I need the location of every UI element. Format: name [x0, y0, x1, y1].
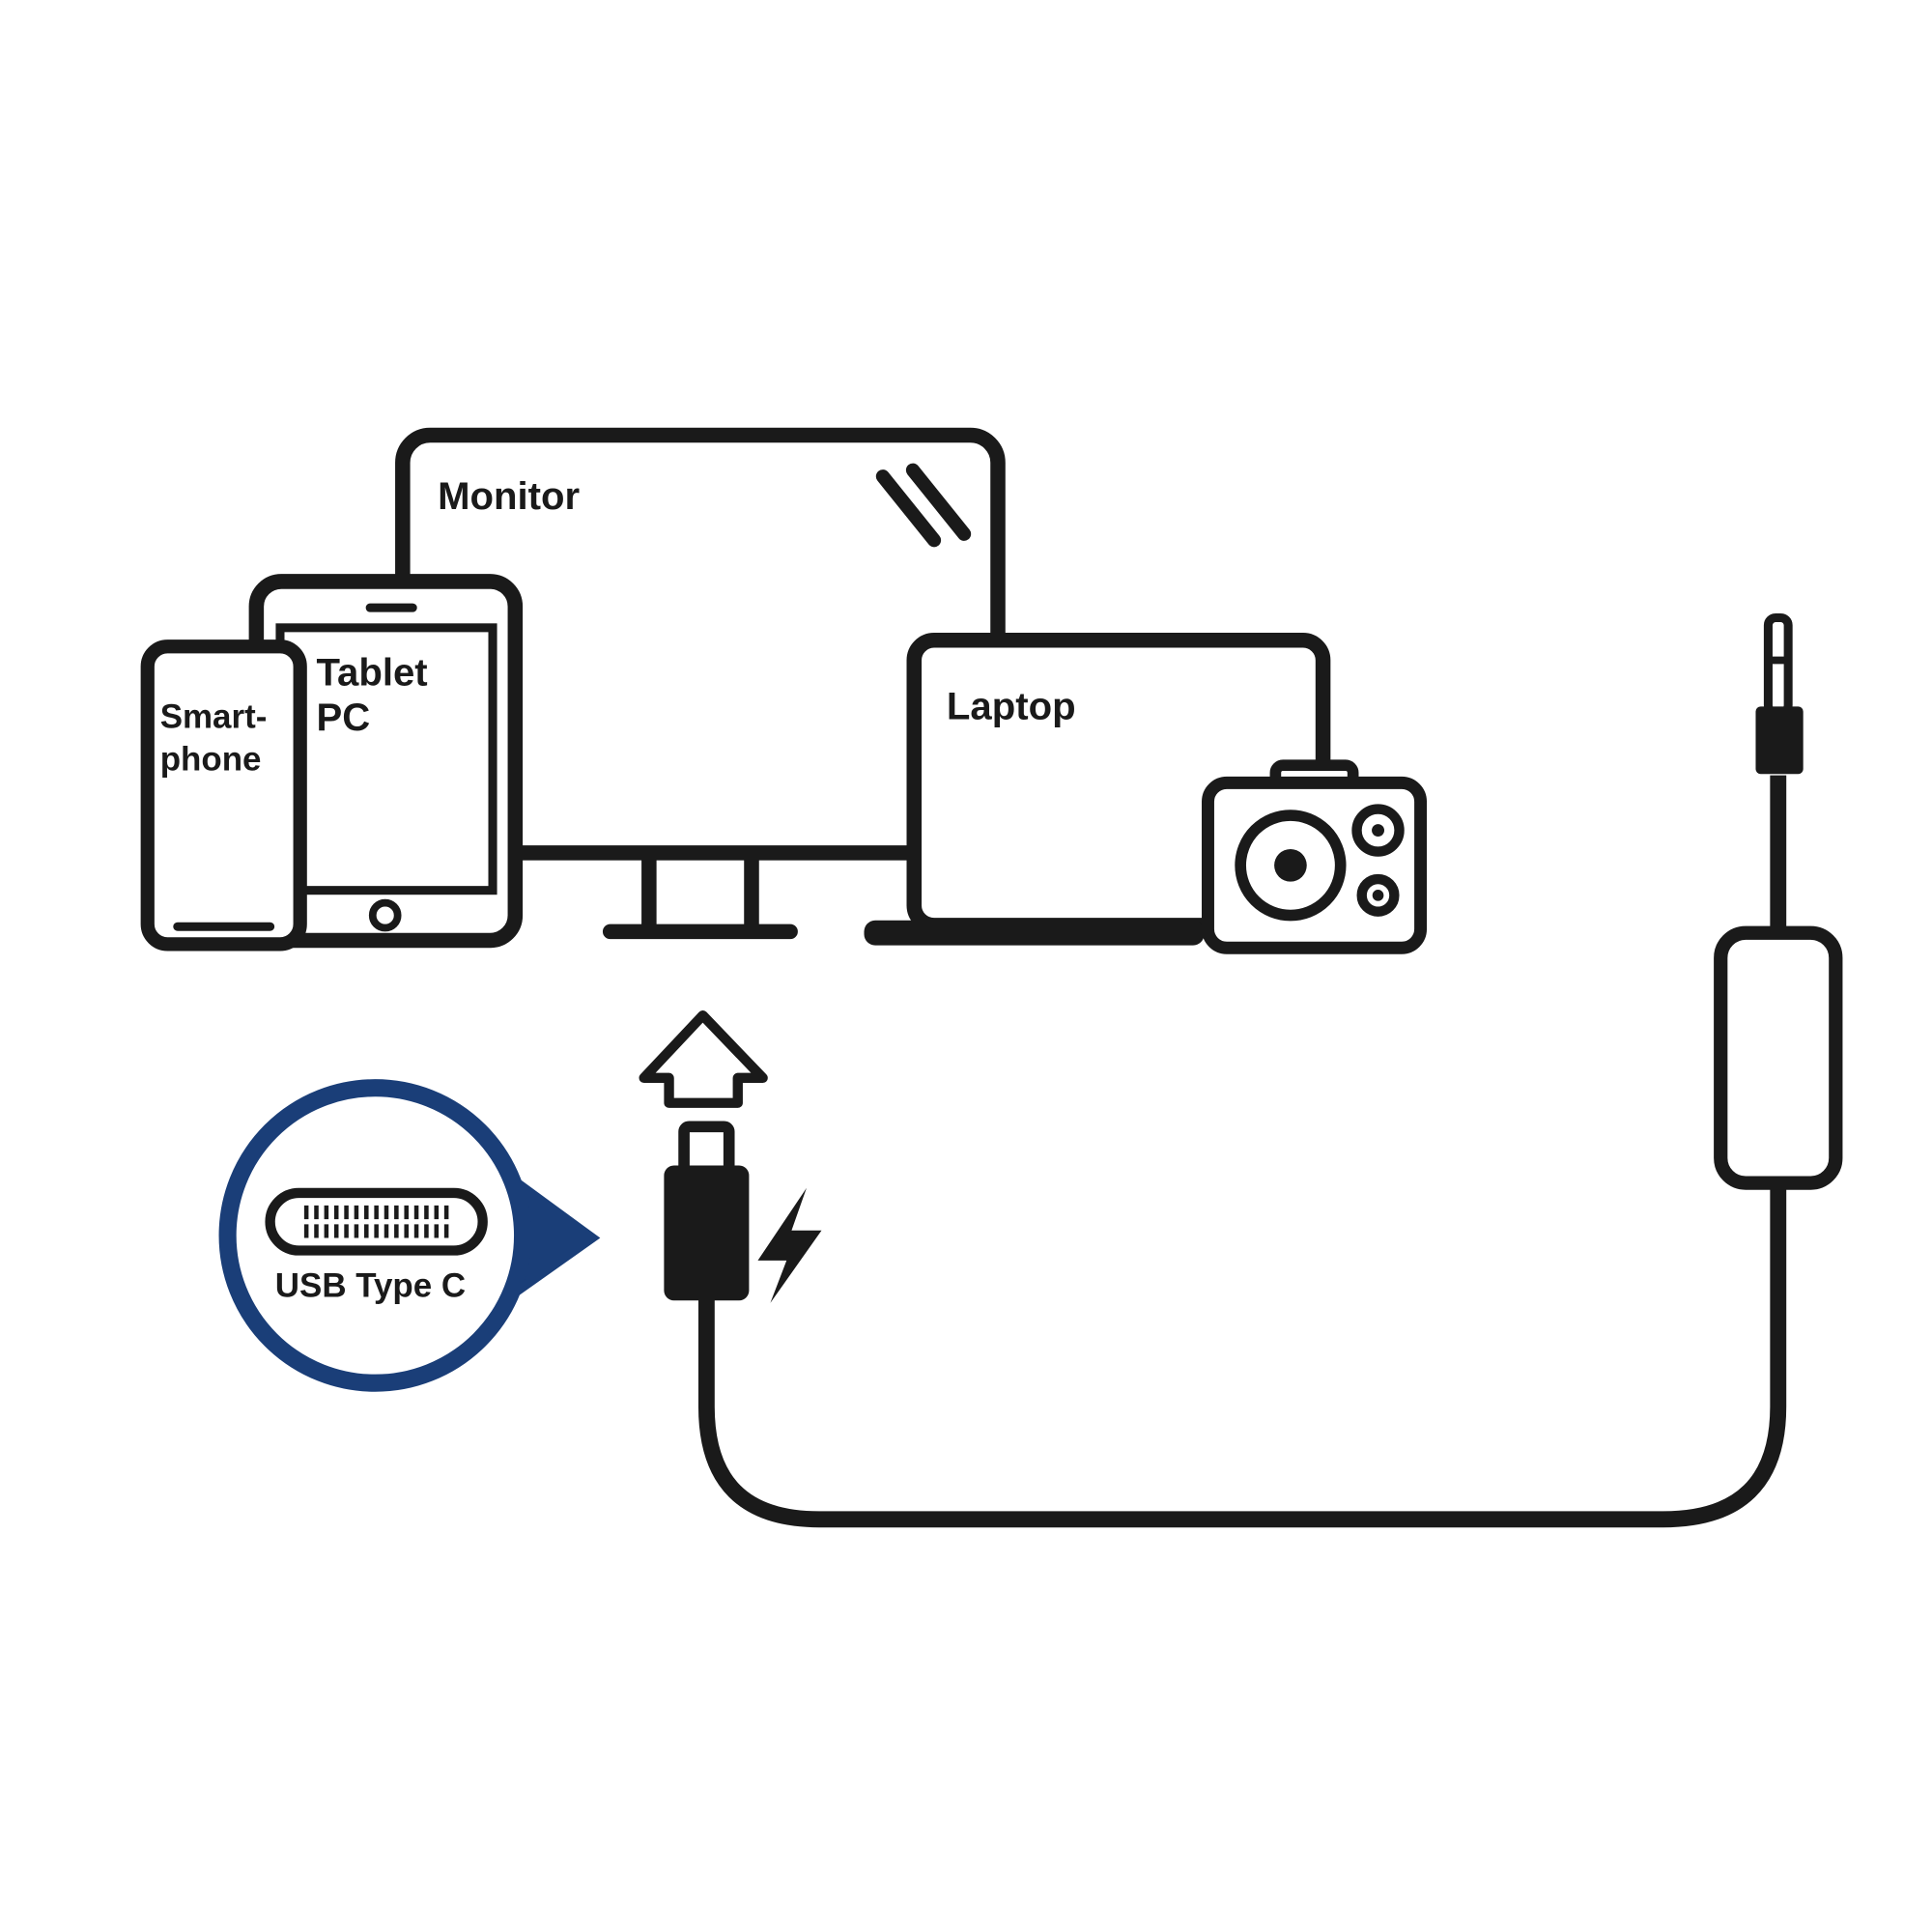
laptop-label: Laptop: [947, 684, 1076, 727]
laptop-base: [864, 920, 1205, 946]
monitor-reflection-icon: [875, 463, 972, 548]
tablet-label-line2: PC: [317, 696, 371, 739]
up-arrow-icon: [639, 1009, 768, 1108]
tablet-label-line1: Tablet: [317, 650, 428, 694]
smartphone-label-line1: Smart-: [160, 697, 268, 735]
usb-type-c-connector-icon: [265, 1187, 488, 1256]
usb-type-c-badge: USB Type C: [218, 1079, 601, 1392]
monitor-label: Monitor: [438, 474, 580, 518]
monitor-stand-icon: [602, 852, 798, 940]
lightning-bolt-icon: [757, 1187, 822, 1303]
usb-plug-icon: [664, 1121, 750, 1301]
smartphone-label-line2: phone: [160, 740, 262, 778]
power-adapter-icon: [1714, 925, 1843, 1190]
power-plug-icon: [1755, 612, 1804, 775]
smartphone-icon: Smart- phone: [140, 639, 307, 952]
cable-path: [697, 775, 1787, 1528]
speaker-icon: [1202, 759, 1428, 954]
usb-type-c-label: USB Type C: [275, 1266, 466, 1304]
